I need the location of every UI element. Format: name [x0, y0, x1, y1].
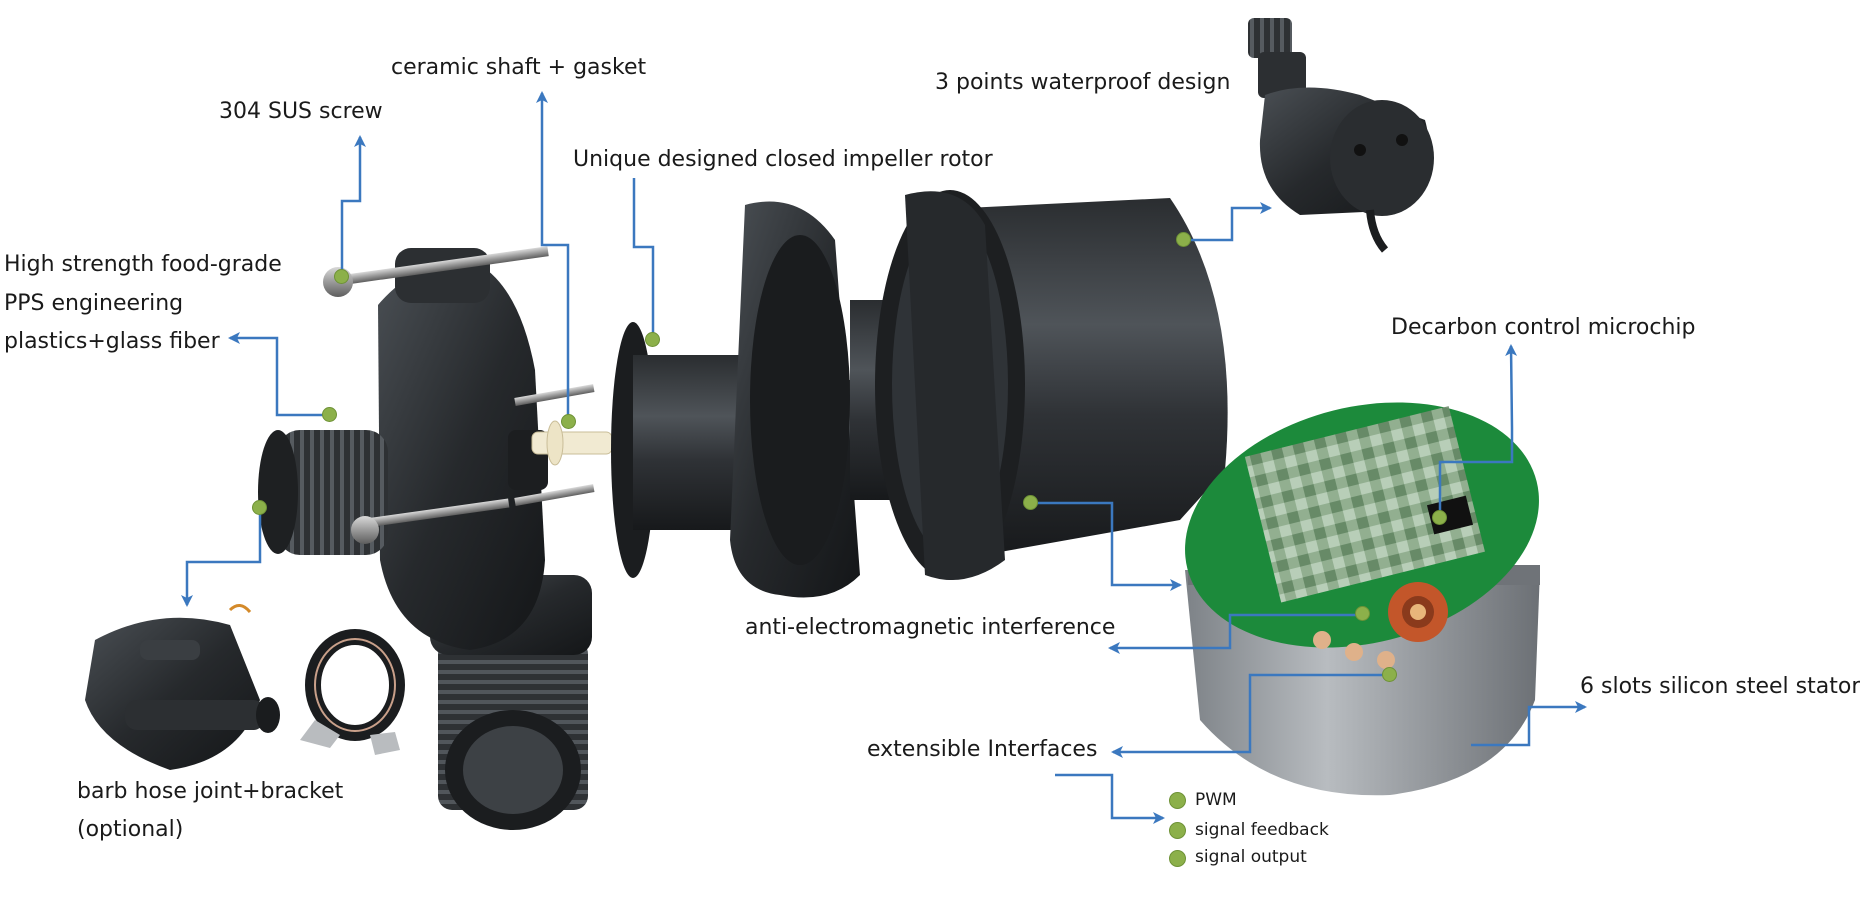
label-waterproof: 3 points waterproof design	[935, 70, 1231, 95]
dot-pps	[322, 407, 337, 422]
stator-pcb-assembly	[1185, 402, 1540, 796]
list-item-feedback: signal feedback	[1195, 820, 1329, 840]
dot-ceramic-shaft	[561, 414, 576, 429]
arrow-interfaces-list	[1055, 773, 1165, 824]
list-item-pwm: PWM	[1195, 790, 1237, 810]
label-microchip: Decarbon control microchip	[1391, 315, 1696, 340]
arrow-emi	[1108, 613, 1362, 654]
motor-flange	[730, 201, 970, 598]
arrow-microchip	[1438, 344, 1518, 518]
arrow-waterproof	[1183, 202, 1272, 242]
screws	[323, 246, 595, 544]
dot-barb	[252, 500, 267, 515]
arrow-impeller	[632, 178, 655, 338]
waterproof-pump-inset	[1248, 18, 1434, 253]
label-pps-2: PPS engineering	[4, 291, 184, 316]
arrow-stator	[1471, 701, 1587, 747]
list-item-output: signal output	[1195, 847, 1307, 867]
label-screw: 304 SUS screw	[219, 99, 383, 124]
arrow-interfaces	[1111, 673, 1390, 758]
arrow-housing-pcb	[1031, 501, 1182, 591]
dot-waterproof	[1176, 232, 1191, 247]
barb-hose-inset	[85, 604, 405, 770]
label-stator: 6 slots silicon steel stator	[1580, 674, 1860, 699]
label-interfaces: extensible Interfaces	[867, 737, 1098, 762]
dot-screw	[334, 269, 349, 284]
dot-impeller	[645, 332, 660, 347]
dot-microchip	[1432, 510, 1447, 525]
label-ceramic-shaft: ceramic shaft + gasket	[391, 55, 647, 80]
arrow-screw	[340, 135, 366, 273]
label-barb-2: (optional)	[77, 817, 184, 842]
label-impeller: Unique designed closed impeller rotor	[573, 147, 993, 172]
list-bullet-pwm	[1169, 792, 1186, 809]
label-emi: anti-electromagnetic interference	[745, 615, 1116, 640]
list-bullet-feedback	[1169, 822, 1186, 839]
dot-emi	[1355, 606, 1370, 621]
dot-housing	[1023, 495, 1038, 510]
arrow-pps	[228, 332, 328, 417]
arrow-barb	[181, 508, 262, 607]
pump-head-housing	[258, 248, 592, 830]
list-bullet-output	[1169, 850, 1186, 867]
callout-arrows	[181, 91, 1587, 824]
motor-housing	[875, 190, 1228, 580]
dot-interfaces	[1382, 667, 1397, 682]
label-barb-1: barb hose joint+bracket	[77, 779, 344, 804]
arrow-ceramic-shaft	[536, 91, 570, 420]
label-pps-1: High strength food-grade	[4, 252, 282, 277]
label-pps-3: plastics+glass fiber	[4, 329, 220, 354]
